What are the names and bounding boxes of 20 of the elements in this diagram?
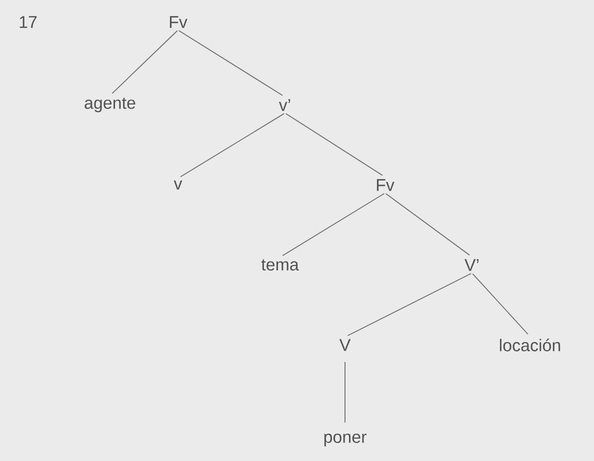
example-number: 17 — [20, 16, 37, 28]
tree-branch — [112, 30, 178, 94]
tree-branch — [385, 193, 470, 256]
tree-branch — [472, 273, 528, 335]
tree-label: poner — [324, 434, 366, 446]
tree-branch — [282, 193, 385, 256]
tree-label: V’ — [464, 259, 479, 271]
tree-label: V — [339, 339, 351, 351]
tree-label: v’ — [278, 99, 290, 111]
tree-label: agente — [84, 98, 136, 112]
tree-branch — [180, 113, 285, 178]
tree-label: tema — [261, 259, 299, 271]
tree-branch — [285, 113, 383, 176]
tree-label: Fv — [170, 16, 188, 28]
tree-label: v — [174, 180, 182, 190]
tree-label: locación — [500, 338, 560, 352]
tree-label: Fv — [376, 179, 394, 191]
tree-branch — [347, 273, 472, 336]
tree-branch — [178, 30, 283, 96]
tree-branch — [344, 362, 346, 423]
